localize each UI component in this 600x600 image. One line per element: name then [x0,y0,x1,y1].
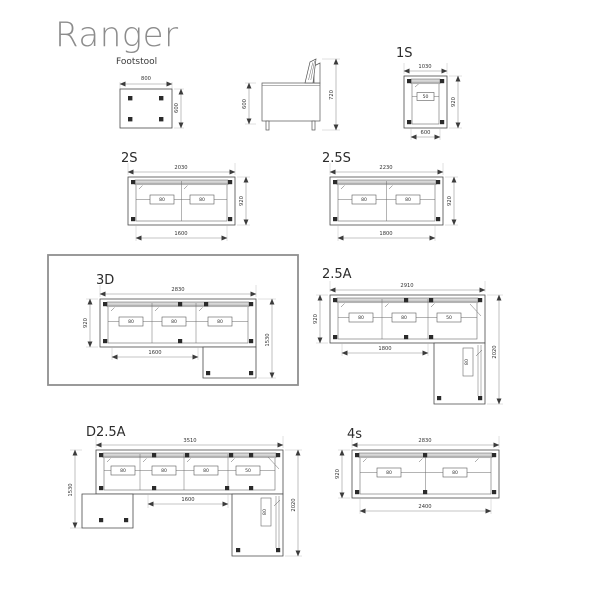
module-label-4s: 4s [347,427,362,442]
cushion-label-1s-0: 50 [423,94,429,100]
dim-3d-depth: 920 [83,318,89,328]
module-1s: 1S 1030 50 920 600 [396,46,462,140]
cushion-label-2_5a-2: 50 [446,315,452,321]
module-d2_5a: D2.5A 3510 1530 80 80 80 50 [68,425,302,557]
dim-2_5a-depth: 920 [313,314,319,324]
module-label-2s: 2S [121,151,138,166]
module-label-2_5s: 2.5S [322,151,351,166]
dim-2_5s-inner-width: 1800 [379,231,392,237]
dim-elevation-seat-height: 600 [242,99,248,109]
dim-2_5s-depth: 920 [447,196,453,206]
dim-footstool-depth: 600 [174,103,180,113]
dim-2_5a-inner-width: 1800 [378,346,391,352]
dim-2_5a-total-depth: 2020 [492,345,498,358]
cushion-label-2_5s-1: 80 [405,197,411,203]
cushion-label-2_5a-3: 80 [464,359,470,365]
dim-1s-inner-width: 600 [421,130,431,136]
module-2s: 2S 2030 80 80 920 1600 [121,151,250,241]
module-footstool: Footstool 800 600 [116,57,184,129]
cushion-label-3d-0: 80 [128,319,134,325]
dim-4s-depth: 920 [335,469,341,479]
module-label-footstool: Footstool [116,57,157,67]
module-3d: 3D 2830 920 80 80 80 [47,254,299,386]
page-title: Ranger [55,15,179,55]
cushion-label-2_5a-1: 80 [401,315,407,321]
module-2_5a: 2.5A 2910 920 80 80 50 80 [313,267,503,405]
dim-elevation-back-height: 720 [329,90,335,100]
module-2_5s: 2.5S 2230 80 80 920 1800 [322,151,458,241]
dim-3d-inner-width: 1600 [148,350,161,356]
dim-2s-overall-width: 2030 [174,165,187,171]
cushion-label-4s-1: 80 [452,470,458,476]
dim-2_5s-overall-width: 2230 [379,165,392,171]
dim-footstool-width: 800 [141,76,151,82]
cushion-label-2_5s-0: 80 [361,197,367,203]
highlight-box-3d [47,254,299,386]
cushion-label-2s-1: 80 [199,197,205,203]
dim-d2_5a-overall-width: 3510 [183,438,196,444]
cushion-label-2s-0: 80 [159,197,165,203]
cushion-label-3d-1: 80 [171,319,177,325]
module-4s: 4s 2830 920 80 80 2400 [335,427,500,514]
dim-2s-depth: 920 [239,196,245,206]
cushion-label-3d-2: 80 [217,319,223,325]
dim-4s-inner-width: 2400 [418,504,431,510]
cushion-label-4s-0: 80 [386,470,392,476]
dim-2s-inner-width: 1600 [174,231,187,237]
dim-d2_5a-inner-width: 1600 [181,497,194,503]
cushion-label-d2_5a-2: 80 [203,468,209,474]
dim-1s-overall-width: 1030 [418,64,431,70]
module-label-d2_5a: D2.5A [86,425,126,440]
cushion-label-d2_5a-4: 80 [262,509,268,515]
dim-3d-overall-width: 2830 [171,287,184,293]
module-side-elevation: 600 720 [242,58,340,131]
cushion-label-2_5a-0: 80 [358,315,364,321]
dim-d2_5a-total-depth: 2020 [291,498,297,511]
module-label-1s: 1S [396,46,413,61]
dim-2_5a-overall-width: 2910 [400,283,413,289]
cushion-label-d2_5a-1: 80 [161,468,167,474]
module-label-2_5a: 2.5A [322,267,352,282]
module-label-3d: 3D [96,273,114,288]
dim-3d-total-depth: 1530 [265,333,271,346]
cushion-label-d2_5a-0: 80 [120,468,126,474]
dim-1s-depth: 920 [451,97,457,107]
cushion-label-d2_5a-3: 50 [245,468,251,474]
dim-d2_5a-left-depth: 1530 [68,483,74,496]
dim-4s-overall-width: 2830 [418,438,431,444]
